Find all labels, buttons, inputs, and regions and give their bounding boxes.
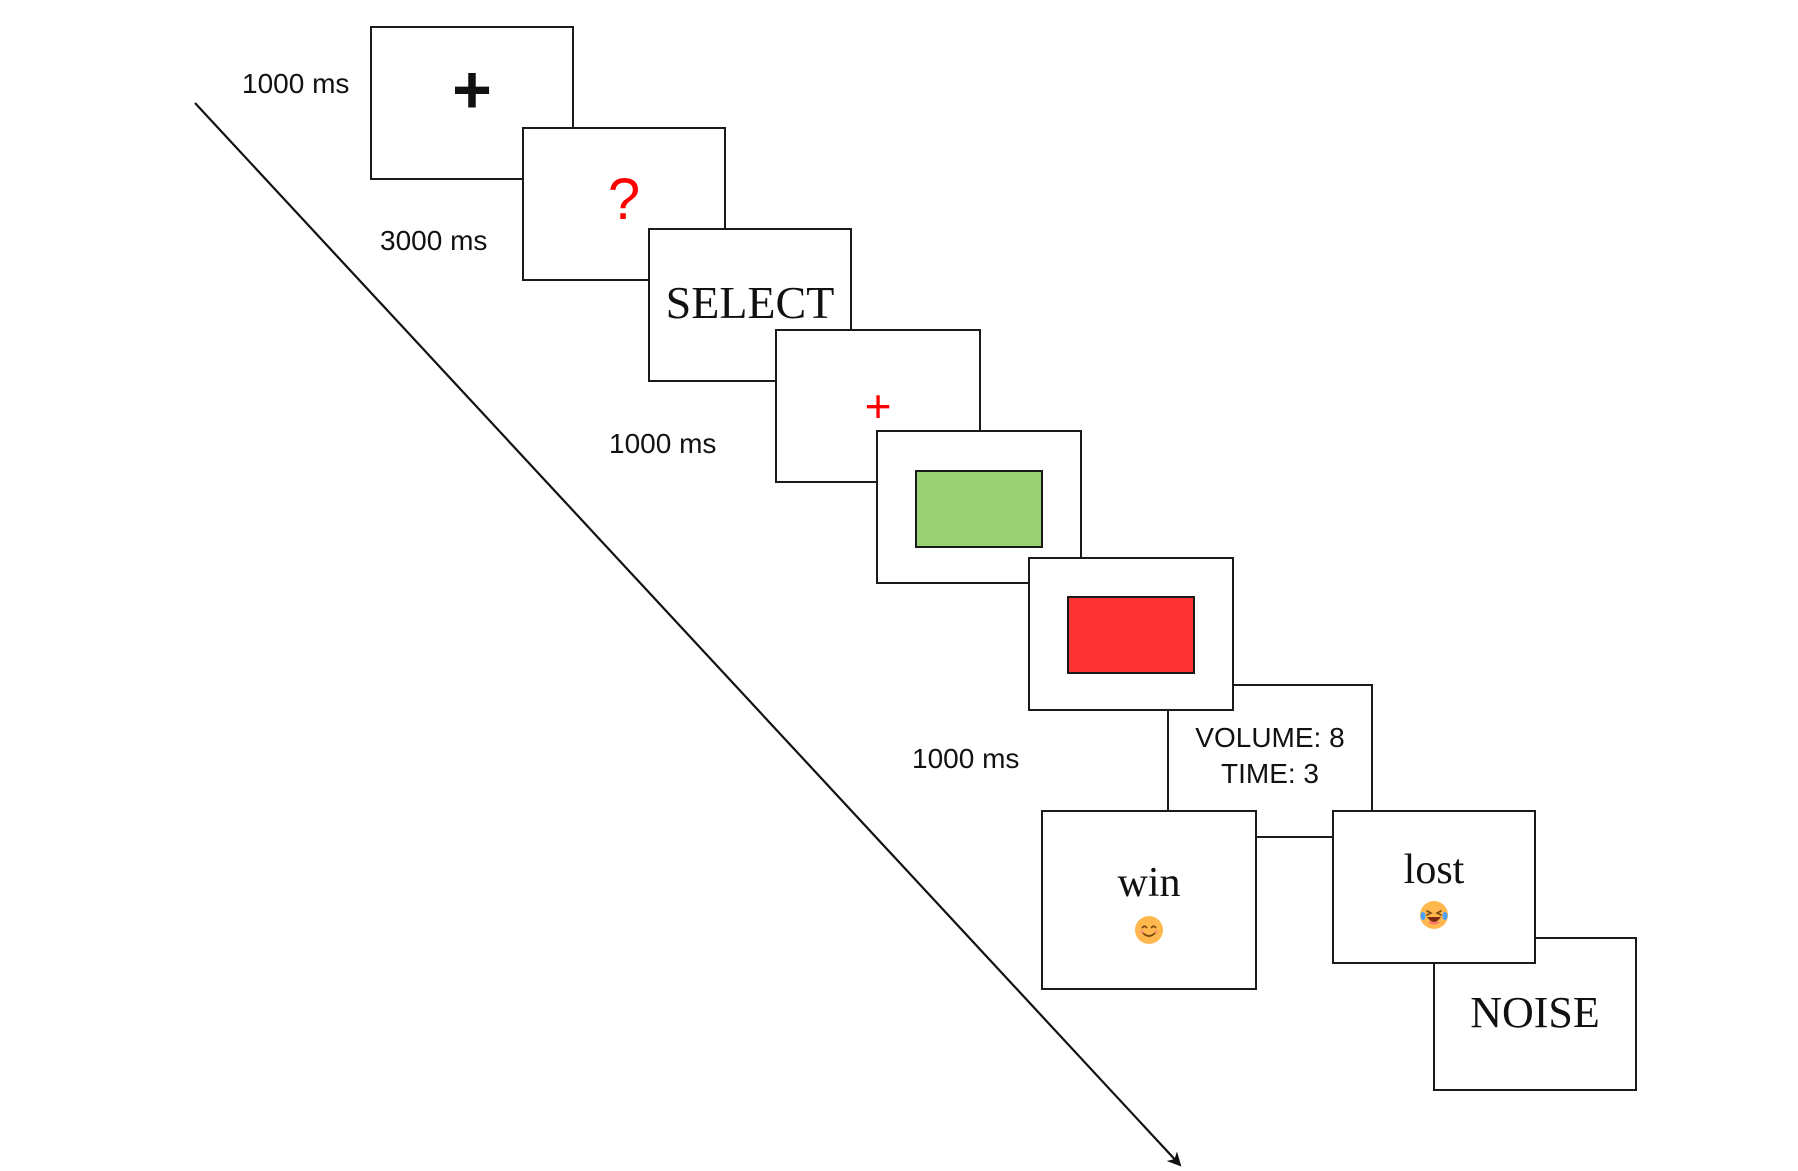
lost-screen: lost xyxy=(1332,810,1536,964)
timing-label-outcome: 1000 ms xyxy=(912,743,1020,774)
noise-text: NOISE xyxy=(1470,988,1600,1037)
win-text: win xyxy=(1117,860,1181,906)
volume-text: VOLUME: 8 xyxy=(1195,722,1345,753)
red-fixation-cross: + xyxy=(864,380,892,432)
select-screen: SELECT xyxy=(648,228,852,382)
timing-label-question: 3000 ms xyxy=(380,225,488,256)
timing-label-fixation: 1000 ms xyxy=(242,68,350,99)
question-mark: ? xyxy=(607,167,641,232)
win-screen: win xyxy=(1041,810,1257,990)
timing-label-cue: 1000 ms xyxy=(609,428,717,459)
time-text: TIME: 3 xyxy=(1220,758,1319,789)
red-rectangle xyxy=(1067,596,1195,674)
select-text: SELECT xyxy=(665,277,835,328)
lost-text: lost xyxy=(1403,847,1465,893)
red-target-screen xyxy=(1028,557,1234,711)
fixation-cross: + xyxy=(452,52,492,128)
smiling-face-icon xyxy=(1135,916,1163,944)
green-rectangle xyxy=(915,470,1043,548)
laughing-face-icon xyxy=(1420,901,1448,929)
